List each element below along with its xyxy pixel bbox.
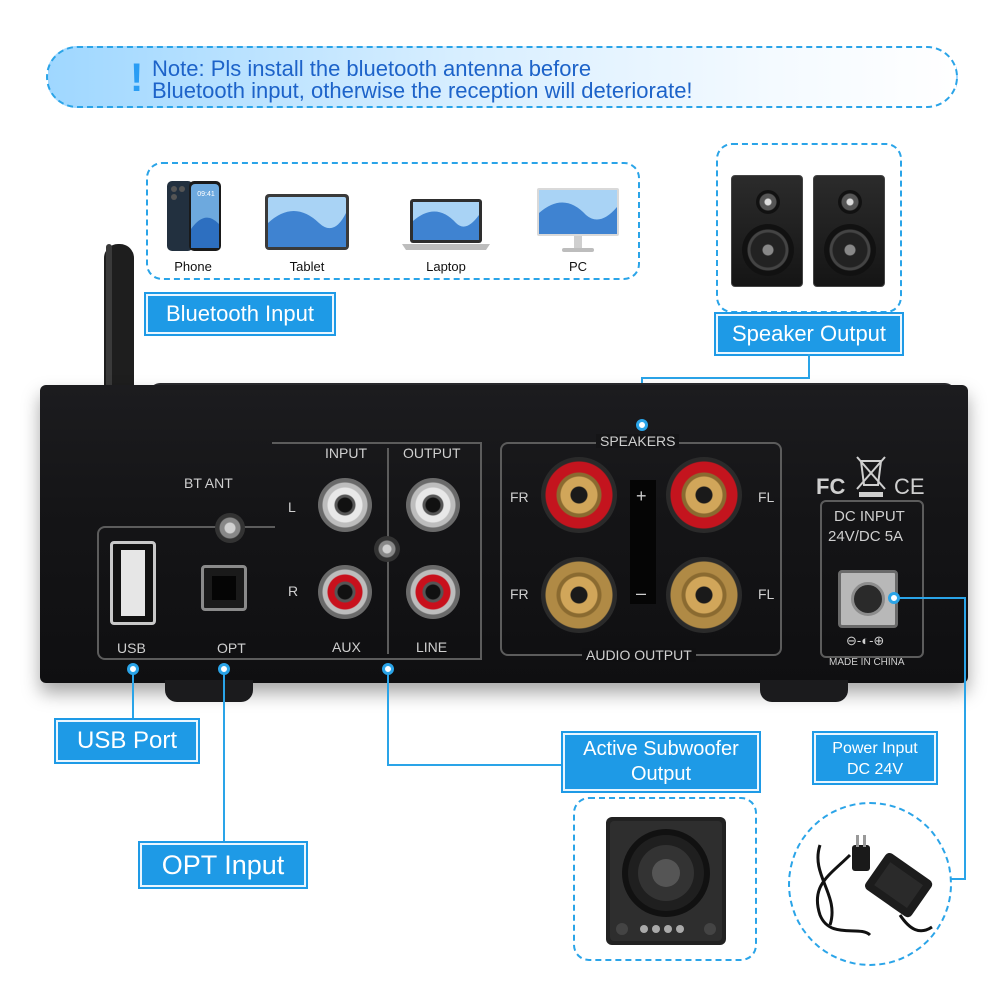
phone-icon [167, 181, 221, 251]
phone-screen-time: 09:41 [197, 191, 215, 198]
usb-port-label: USB Port [56, 720, 198, 762]
device-tablet: Tablet [260, 175, 354, 275]
line-label: LINE [416, 639, 448, 655]
fl-top-label: FL [758, 489, 775, 505]
audio-output-label: AUDIO OUTPUT [582, 648, 696, 662]
opt-port [201, 565, 247, 611]
laptop-icon [402, 199, 490, 250]
subwoofer-label-line-1: Active Subwoofer [583, 738, 739, 760]
fr-top-label: FR [510, 489, 529, 505]
usb-port [110, 541, 156, 625]
device-tablet-label: Tablet [289, 259, 325, 274]
power-input-label: Power Input DC 24V [814, 733, 936, 783]
amplifier-foot-right [760, 680, 848, 702]
opt-label: OPT [217, 640, 246, 656]
device-laptop: Laptop [400, 175, 492, 275]
tablet-icon [265, 194, 349, 250]
device-laptop-label: Laptop [426, 259, 466, 274]
device-phone-label: Phone [174, 259, 212, 274]
note-text: Note: Pls install the bluetooth antenna … [152, 58, 693, 102]
speaker-output-label: Speaker Output [716, 314, 902, 354]
opt-input-label: OPT Input [140, 843, 306, 887]
post-fl-negative [666, 557, 742, 633]
minus-sign: – [636, 583, 647, 603]
usb-connector-dot [127, 663, 139, 675]
power-label-line-2: DC 24V [846, 761, 904, 778]
speakers-label: SPEAKERS [596, 434, 680, 448]
usb-label: USB [117, 640, 146, 656]
usb-opt-frame [97, 526, 275, 660]
bluetooth-input-label: Bluetooth Input [146, 294, 334, 334]
dc-connector-vertical [964, 597, 966, 880]
speaker-connector-horizontal [642, 377, 810, 379]
speakers-connector-dot [636, 419, 648, 431]
note-line-1: Note: Pls install the bluetooth antenna … [152, 56, 592, 81]
polarity-symbol: ⊖-◐-⊕ [846, 633, 885, 648]
plus-sign: + [636, 486, 647, 506]
fl-bottom-label: FL [758, 586, 775, 602]
note-line-2: Bluetooth input, otherwise the reception… [152, 78, 693, 103]
ground-screw [374, 536, 400, 562]
subwoofer-label-line-2: Output [630, 763, 692, 785]
line-connector-dot [382, 663, 394, 675]
note-banner: ! Note: Pls install the bluetooth antenn… [46, 46, 958, 108]
output-label: OUTPUT [403, 445, 461, 461]
rca-output-right [406, 565, 460, 619]
made-in-china-label: MADE IN CHINA [829, 657, 905, 668]
power-adapter-image [815, 835, 933, 937]
subwoofer-output-label: Active Subwoofer Output [563, 733, 759, 791]
fc-mark: FC [816, 474, 846, 499]
monitor-icon [537, 188, 619, 252]
device-pc-label: PC [568, 259, 588, 274]
sub-connector-vertical [387, 674, 389, 766]
io-frame [272, 442, 482, 660]
bt-ant-connector [215, 513, 245, 543]
amplifier-foot-left [165, 680, 253, 702]
rca-input-left [318, 478, 372, 532]
dc-connector-end [944, 878, 966, 880]
power-label-line-1: Power Input [832, 740, 918, 757]
polarity-bar [630, 480, 656, 604]
device-phone: 09:41 Phone [155, 175, 231, 275]
amplifier-body [40, 385, 968, 683]
ce-mark: CE [894, 474, 925, 499]
rca-output-left [406, 478, 460, 532]
opt-connector-dot [218, 663, 230, 675]
dc-input-label: DC INPUT [834, 508, 905, 525]
post-fr-positive [541, 457, 617, 533]
bt-ant-label: BT ANT [184, 475, 233, 491]
aux-label: AUX [332, 639, 361, 655]
sub-connector-horizontal [387, 764, 563, 766]
dc-connector-horizontal [898, 597, 966, 599]
subwoofer-image [606, 817, 726, 945]
channel-l-label: L [288, 499, 296, 515]
exclamation-icon: ! [130, 56, 144, 100]
speaker-right-image [813, 175, 885, 287]
weee-bin-icon [856, 456, 886, 497]
usb-connector-line [132, 674, 134, 722]
post-fr-negative [541, 557, 617, 633]
input-label: INPUT [325, 445, 367, 461]
post-fl-positive [666, 457, 742, 533]
fr-bottom-label: FR [510, 586, 529, 602]
device-pc: PC [532, 175, 624, 275]
dc-frame [820, 500, 924, 658]
speaker-left-image [731, 175, 803, 287]
channel-r-label: R [288, 583, 299, 599]
rca-input-right [318, 565, 372, 619]
opt-connector-line [223, 674, 225, 844]
speaker-connector-vertical [808, 354, 810, 378]
dc-rating-label: 24V/DC 5A [828, 528, 904, 545]
